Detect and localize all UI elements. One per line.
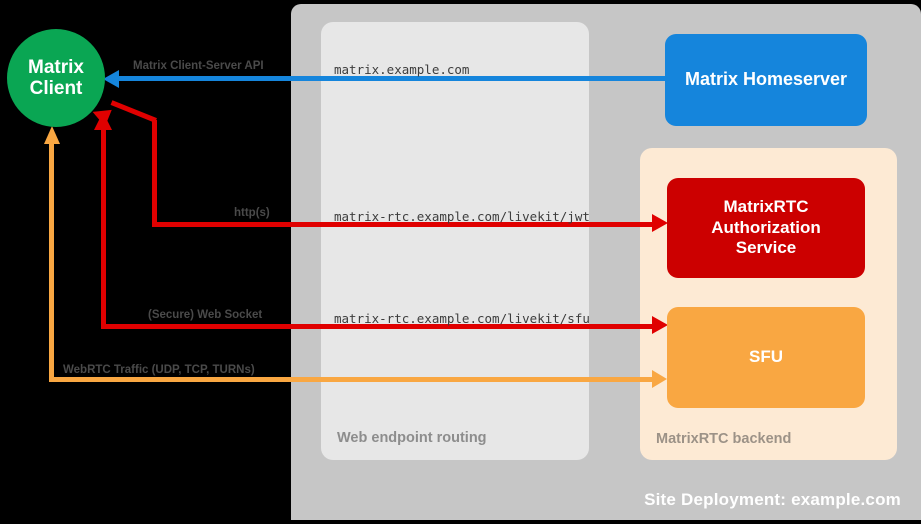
link-cs-api-endpoint-label: matrix.example.com xyxy=(334,62,470,77)
node-auth-line2: Authorization xyxy=(711,217,821,237)
node-matrix-homeserver-label: Matrix Homeserver xyxy=(684,69,848,90)
web-endpoint-routing-label: Web endpoint routing xyxy=(337,430,487,446)
link-sfu-ws-target-arrowhead xyxy=(652,315,668,334)
link-webrtc-protocol-label: WebRTC Traffic (UDP, TCP, TURNs) xyxy=(63,364,255,376)
link-webrtc-horizontal xyxy=(49,377,652,382)
link-jwt-endpoint-label: matrix-rtc.example.com/livekit/jwt xyxy=(334,209,590,224)
node-sfu-label: SFU xyxy=(749,347,783,367)
link-sfu-ws-horizontal xyxy=(101,324,652,329)
link-sfu-ws-vertical xyxy=(101,128,106,326)
link-jwt-horizontal xyxy=(152,222,652,227)
matrixrtc-backend-label: MatrixRTC backend xyxy=(656,431,792,447)
node-sfu[interactable]: SFU xyxy=(667,307,865,408)
link-webrtc-vertical xyxy=(49,142,54,379)
node-auth-line1: MatrixRTC xyxy=(723,197,809,217)
node-matrixrtc-authorization-service[interactable]: MatrixRTC Authorization Service xyxy=(667,178,865,278)
node-matrix-client-line1: Matrix xyxy=(28,56,84,78)
link-sfu-ws-endpoint-label: matrix-rtc.example.com/livekit/sfu xyxy=(334,311,590,326)
link-cs-api-arrowhead xyxy=(103,69,119,88)
node-matrix-homeserver[interactable]: Matrix Homeserver xyxy=(665,34,867,126)
link-cs-api-line xyxy=(118,76,665,81)
link-jwt-diagonal xyxy=(110,100,157,123)
site-deployment-label: Site Deployment: example.com xyxy=(644,490,901,509)
link-jwt-protocol-label: http(s) xyxy=(234,207,270,219)
node-auth-line3: Service xyxy=(735,238,797,258)
link-cs-api-protocol-label: Matrix Client-Server API xyxy=(133,60,264,72)
link-webrtc-target-arrowhead xyxy=(652,369,667,388)
link-sfu-ws-protocol-label: (Secure) Web Socket xyxy=(148,309,263,321)
node-matrix-client-line2: Client xyxy=(29,78,83,99)
link-jwt-vertical xyxy=(152,120,157,224)
link-sfu-ws-arrowhead xyxy=(94,112,112,130)
node-matrix-client[interactable]: Matrix Client xyxy=(7,29,105,127)
link-webrtc-arrowhead xyxy=(44,126,60,144)
link-jwt-target-arrowhead xyxy=(652,213,668,232)
web-endpoint-routing-container: Web endpoint routing xyxy=(321,22,589,460)
